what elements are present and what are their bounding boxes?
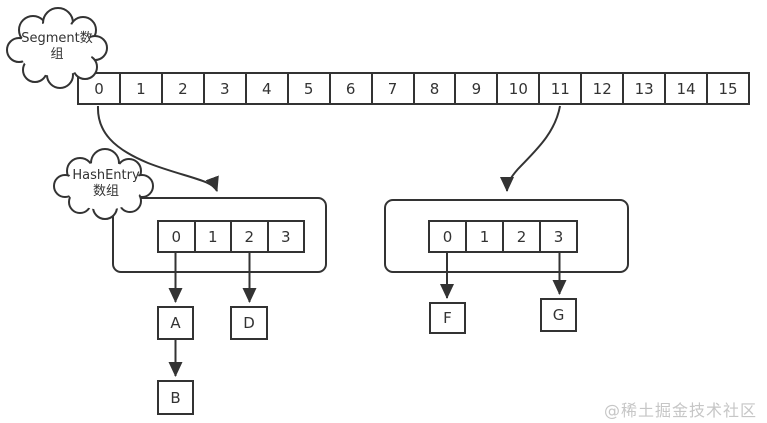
hashentry-cloud-label: HashEntry 数组	[60, 168, 152, 200]
entry-node-g: G	[540, 298, 577, 332]
hashentry-right-cell-2: 2	[502, 222, 539, 251]
hashentry-array-right: 0 1 2 3	[428, 220, 578, 253]
segment-cell-5: 5	[286, 74, 329, 103]
segment-cell-7: 7	[370, 74, 413, 103]
segment-cell-8: 8	[412, 74, 455, 103]
segment-cell-12: 12	[580, 74, 622, 103]
entry-node-f: F	[429, 302, 466, 334]
arrow-segment11-to-right-container	[500, 105, 561, 192]
segment-cell-4: 4	[244, 74, 287, 103]
hashentry-left-cell-0: 0	[171, 227, 182, 246]
entry-node-b: B	[157, 380, 194, 415]
segment-cell-6: 6	[328, 74, 371, 103]
entry-node-d: D	[230, 306, 268, 340]
segment-cell-11: 11	[538, 74, 580, 103]
segment-cell-15: 15	[706, 74, 748, 103]
entry-node-a: A	[157, 306, 194, 340]
hashentry-right-cell-1: 1	[465, 222, 502, 251]
hashentry-left-cell-1: 1	[193, 222, 231, 251]
segment-cloud-label: Segment数 组	[12, 31, 102, 63]
segment-array: 0 1 2 3 4 5 6 7 8 9 10 11 12 13 14 15	[77, 72, 750, 105]
segment-cell-10: 10	[496, 74, 538, 103]
segment-cell-14: 14	[664, 74, 706, 103]
hashentry-left-cell-2: 2	[230, 222, 267, 251]
segment-cell-9: 9	[454, 74, 496, 103]
hashentry-left-cell-3: 3	[266, 222, 304, 251]
hashentry-right-cell-3: 3	[539, 222, 576, 251]
segment-cell-0: 0	[94, 79, 104, 98]
segment-cell-3: 3	[202, 74, 245, 103]
segment-cell-1: 1	[118, 74, 161, 103]
segment-cloud-label-line2: 组	[50, 47, 64, 62]
segment-cell-13: 13	[622, 74, 664, 103]
segment-cloud-label-line1: Segment数	[21, 31, 93, 46]
arrow-segment0-to-left-container	[96, 105, 219, 192]
hashentry-array-left: 0 1 2 3	[157, 220, 305, 253]
segment-cell-2: 2	[160, 74, 203, 103]
hashentry-cloud-label-line1: HashEntry	[72, 168, 140, 183]
watermark-text: @稀土掘金技术社区	[603, 401, 757, 420]
hashentry-right-cell-0: 0	[442, 227, 453, 246]
